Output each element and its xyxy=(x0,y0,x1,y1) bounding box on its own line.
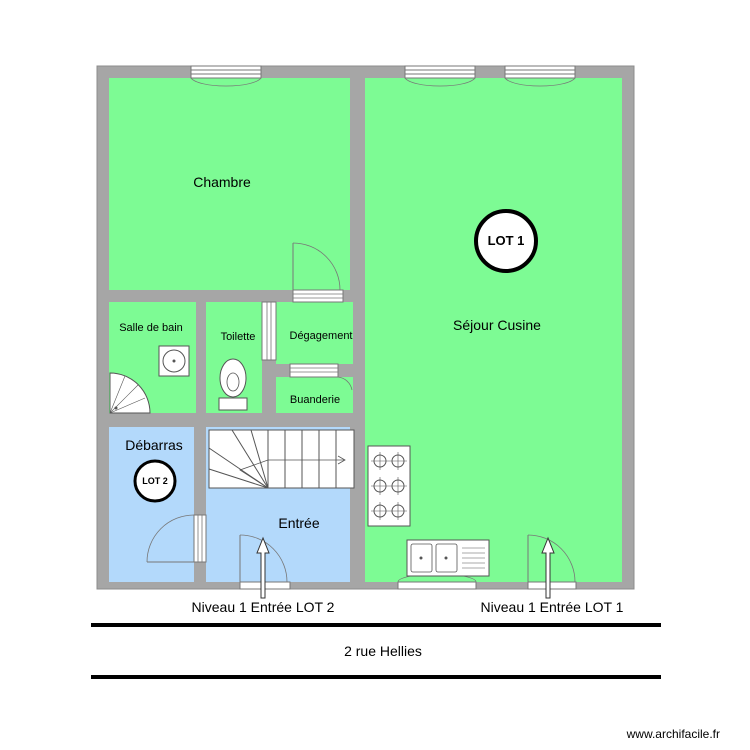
staircase xyxy=(208,429,355,489)
room-chambre xyxy=(109,78,350,290)
room-debarras xyxy=(109,427,194,582)
room-label-debarras: Débarras xyxy=(125,437,183,453)
entrance-label-lot2: Niveau 1 Entrée LOT 2 xyxy=(192,599,335,615)
room-label-sejour: Séjour Cusine xyxy=(453,317,541,333)
watermark: www.archifacile.fr xyxy=(626,727,720,741)
lot2-badge xyxy=(133,459,177,503)
door-entree-lot1 xyxy=(527,534,577,590)
entrance-label-lot1: Niveau 1 Entrée LOT 1 xyxy=(481,599,624,615)
room-degagement xyxy=(276,302,353,364)
door-buanderie xyxy=(289,363,353,391)
sink-icon xyxy=(158,345,190,377)
room-label-degagement: Dégagement xyxy=(290,330,353,342)
window-sejour-left xyxy=(404,65,476,87)
room-label-entree: Entrée xyxy=(278,515,319,531)
room-label-chambre: Chambre xyxy=(193,174,251,190)
room-buanderie xyxy=(276,377,353,413)
arrow-up-icon xyxy=(256,536,270,599)
lot1-label: LOT 1 xyxy=(488,233,525,248)
lot2-label: LOT 2 xyxy=(142,476,168,486)
window-chambre xyxy=(190,65,262,87)
door-chambre xyxy=(292,242,344,303)
arrow-up-icon xyxy=(541,536,555,599)
street-line-bottom xyxy=(91,675,661,679)
room-label-toilette: Toilette xyxy=(221,331,256,343)
window-sejour-right xyxy=(504,65,576,87)
lot1-badge xyxy=(474,209,538,273)
room-label-salle-de-bain: Salle de bain xyxy=(119,322,183,334)
street-name: 2 rue Hellies xyxy=(344,643,422,659)
door-debarras xyxy=(146,514,207,563)
room-label-buanderie: Buanderie xyxy=(290,394,340,406)
street-line-top xyxy=(91,623,661,627)
stove-icon xyxy=(367,445,411,527)
kitchen-sink-icon xyxy=(406,539,490,577)
shower-icon xyxy=(109,372,151,414)
toilet-icon xyxy=(218,358,248,411)
door-toilette xyxy=(261,301,277,361)
